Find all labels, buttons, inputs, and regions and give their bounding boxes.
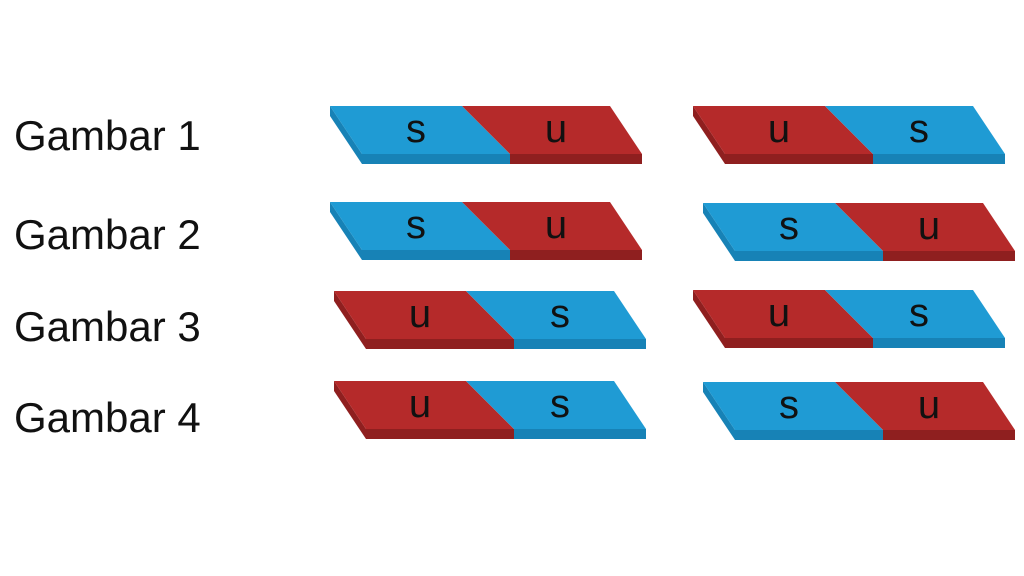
magnet-row2-left-top-first — [330, 202, 510, 250]
magnet-row3-left-end-left — [334, 291, 366, 349]
magnet-row4-left-side-first — [366, 429, 514, 439]
magnet-row4-right-pole-second: u — [918, 383, 940, 427]
magnet-row3-left-top-first — [334, 291, 514, 339]
magnet-row3-left-pole-first: u — [409, 292, 431, 336]
magnet-row2-right-pole-first: s — [779, 204, 799, 248]
magnet-row2-right-pole-second: u — [918, 204, 940, 248]
magnet-row4-left-end-left — [334, 381, 366, 439]
magnet-row4-left-top-first — [334, 381, 514, 429]
magnet-row3-right-side-second — [873, 338, 1005, 348]
magnet-row1-left-end-left — [330, 106, 362, 164]
magnet-row1-right-end-left — [693, 106, 725, 164]
row-label-gambar-3: Gambar 3 — [14, 303, 201, 350]
magnet-row2-left-pole-second: u — [545, 203, 567, 247]
magnet-row2-right-side-second — [883, 251, 1015, 261]
magnet-row2-left-pole-first: s — [406, 203, 426, 247]
row-label-gambar-1: Gambar 1 — [14, 112, 201, 159]
magnet-row4-right-pole-first: s — [779, 383, 799, 427]
magnet-row2-right-side-first — [735, 251, 883, 261]
magnet-row2-right-top-second — [835, 203, 1015, 251]
magnet-row2-left-side-first — [362, 250, 510, 260]
magnet-row1-right-pole-first: u — [768, 107, 790, 151]
magnet-row4-right-top-second — [835, 382, 1015, 430]
magnet-row1-left-top-second — [462, 106, 642, 154]
magnet-row3-left-side-first — [366, 339, 514, 349]
magnet-row4-right-side-first — [735, 430, 883, 440]
magnet-row1-right-pole-second: s — [909, 107, 929, 151]
magnet-row1-right-side-first — [725, 154, 873, 164]
magnet-row1-left-side-second — [510, 154, 642, 164]
magnet-row2-right-top-first — [703, 203, 883, 251]
magnet-row3-right-top-first — [693, 290, 873, 338]
magnet-row1-right-top-first — [693, 106, 873, 154]
magnet-row4-left-side-second — [514, 429, 646, 439]
magnet-row3-right-end-left — [693, 290, 725, 348]
magnet-row1-left-side-first — [362, 154, 510, 164]
magnet-row3-right-pole-first: u — [768, 291, 790, 335]
magnet-row3-right-top-second — [825, 290, 1005, 338]
magnet-row4-left-top-second — [466, 381, 646, 429]
magnet-row2-left-side-second — [510, 250, 642, 260]
row-label-gambar-4: Gambar 4 — [14, 394, 201, 441]
magnet-row4-right-end-left — [703, 382, 735, 440]
magnet-row4-right-side-second — [883, 430, 1015, 440]
magnet-row4-right-top-first — [703, 382, 883, 430]
magnet-row1-left-pole-first: s — [406, 107, 426, 151]
magnet-row4-left-pole-first: u — [409, 382, 431, 426]
row-label-gambar-2: Gambar 2 — [14, 211, 201, 258]
magnet-row3-left-top-second — [466, 291, 646, 339]
magnet-row1-right-top-second — [825, 106, 1005, 154]
magnet-row2-left-top-second — [462, 202, 642, 250]
magnet-row3-right-side-first — [725, 338, 873, 348]
magnet-row3-left-side-second — [514, 339, 646, 349]
magnet-row2-right-end-left — [703, 203, 735, 261]
magnet-row1-left-pole-second: u — [545, 107, 567, 151]
magnet-row2-left-end-left — [330, 202, 362, 260]
magnet-row1-right-side-second — [873, 154, 1005, 164]
magnet-row3-right-pole-second: s — [909, 291, 929, 335]
magnet-row4-left-pole-second: s — [550, 382, 570, 426]
magnet-row1-left-top-first — [330, 106, 510, 154]
magnet-row3-left-pole-second: s — [550, 292, 570, 336]
